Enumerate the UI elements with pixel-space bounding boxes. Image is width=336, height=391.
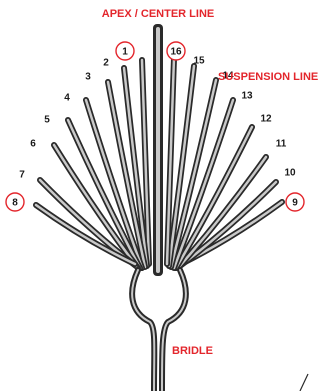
suspension-line-15-fill <box>167 64 196 268</box>
suspension-line-label: SUSPENSION LINE <box>218 71 318 83</box>
suspension-line-8-fill <box>34 203 137 266</box>
bridle-right-strand-highlight <box>161 269 187 391</box>
line-16-circle-marker <box>166 41 186 61</box>
suspension-line-3-fill <box>106 80 147 269</box>
line-number-label-5: 5 <box>44 115 50 126</box>
suspension-line-fan <box>33 55 285 271</box>
line-number-label-7: 7 <box>19 170 25 181</box>
line-number-label-16: 16 <box>170 47 182 58</box>
suspension-line-13-fill <box>172 98 235 270</box>
apex-center-line-fill <box>156 27 160 273</box>
line-8-circle-marker <box>5 192 25 212</box>
line-number-label-8: 8 <box>12 198 18 209</box>
line-number-label-1: 1 <box>122 47 128 58</box>
suspension-line-16-fill <box>165 56 176 266</box>
bridle-right-strand <box>159 267 189 391</box>
line-number-label-2: 2 <box>103 58 109 69</box>
bridle-label: BRIDLE <box>172 345 213 357</box>
suspension-line-4-fill <box>84 98 144 270</box>
line-number-label-11: 11 <box>276 139 287 150</box>
suspension-line-12-fill <box>174 125 254 270</box>
bridle-left-strand <box>129 267 158 391</box>
suspension-line-5-fill <box>66 118 142 270</box>
apex-label: APEX / CENTER LINE <box>102 8 214 20</box>
line-number-label-9: 9 <box>292 198 298 209</box>
line-number-label-13: 13 <box>241 91 253 102</box>
suspension-line-1-fill <box>140 58 151 266</box>
suspension-line-2-fill <box>122 66 149 268</box>
line-number-label-15: 15 <box>193 56 205 67</box>
bridle-lines <box>129 267 189 391</box>
line-number-label-14: 14 <box>222 71 234 82</box>
line-9-circle-marker <box>285 192 305 212</box>
corner-mark <box>299 373 309 391</box>
line-1-circle-marker <box>115 41 135 61</box>
line-number-label-4: 4 <box>64 93 70 104</box>
suspension-line-6-fill <box>52 143 140 270</box>
suspension-line-11-fill <box>176 155 268 270</box>
suspension-line-14-fill <box>169 78 218 269</box>
line-number-label-12: 12 <box>260 114 272 125</box>
bridle-left-strand-highlight <box>131 269 156 391</box>
apex-center-line <box>153 24 163 276</box>
line-number-label-10: 10 <box>284 168 296 179</box>
line-number-label-3: 3 <box>85 72 91 83</box>
line-number-label-6: 6 <box>30 139 36 150</box>
